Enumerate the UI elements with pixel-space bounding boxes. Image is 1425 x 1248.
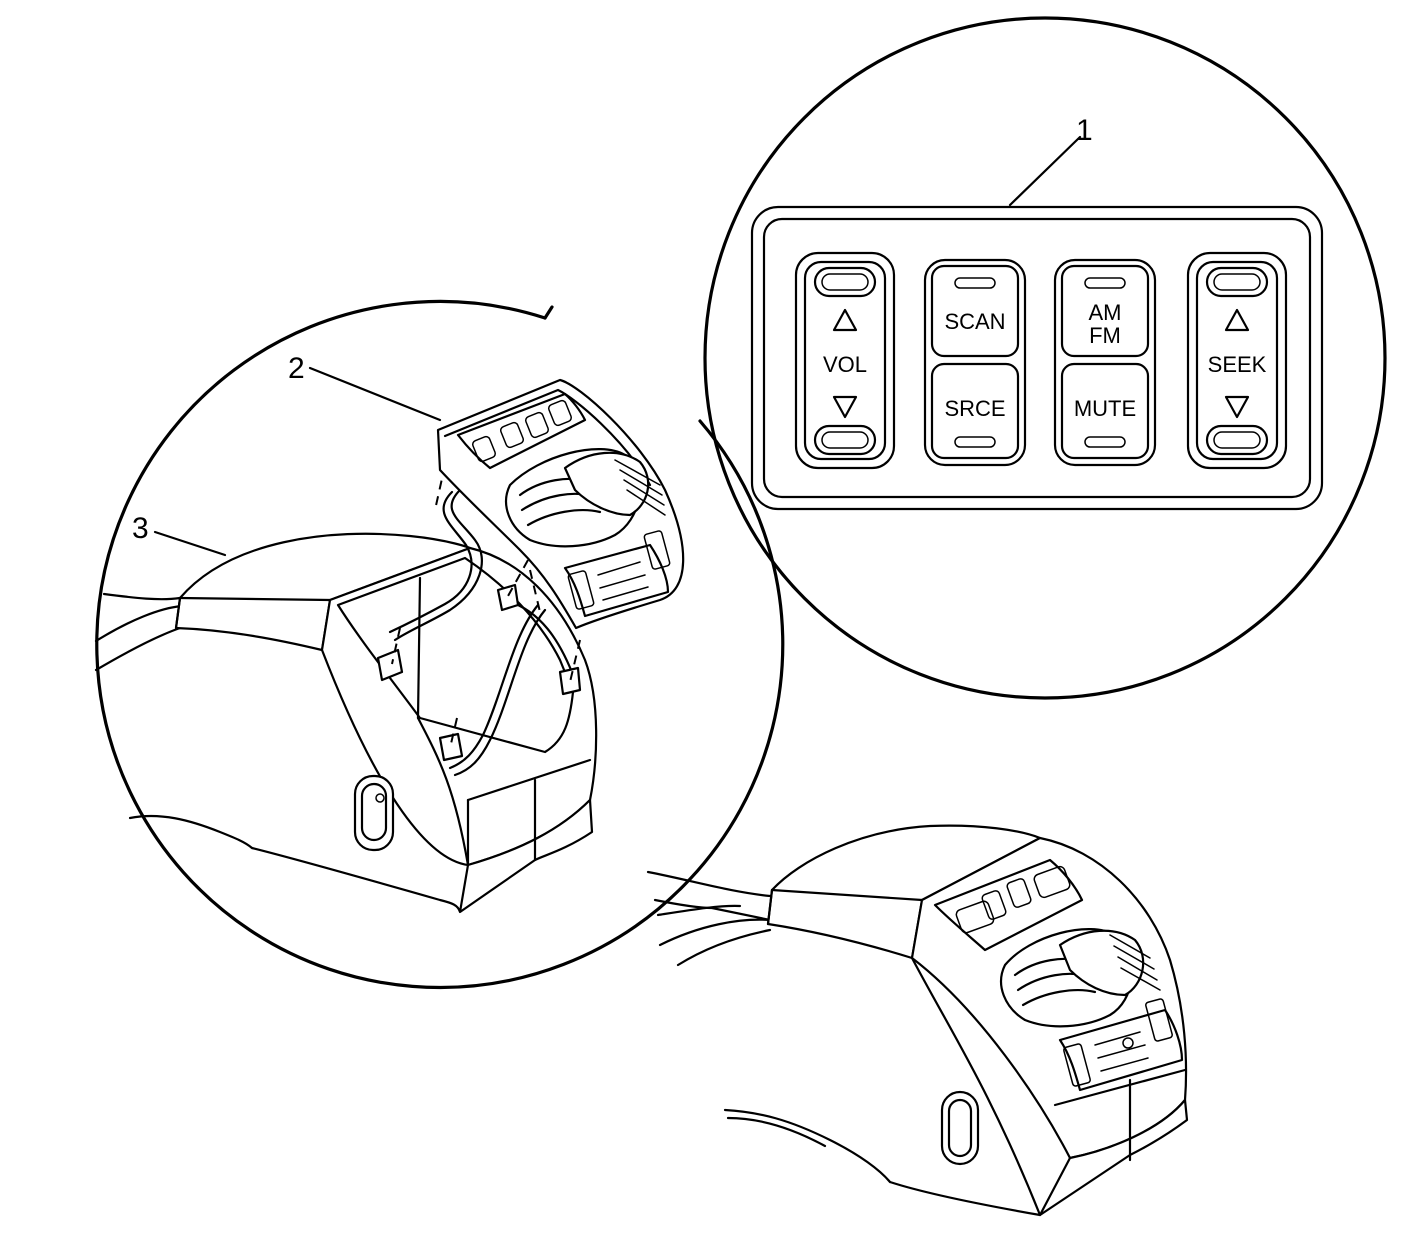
scan-srce-button-group: SCAN SRCE (923, 258, 1027, 467)
vol-rocker-button[interactable]: VOL (794, 251, 896, 470)
assembled-console-view (646, 824, 1189, 1217)
callout-3: 3 (132, 512, 149, 545)
amfm-mute-button-group: AM FM MUTE (1053, 258, 1157, 467)
am-fm-button[interactable]: AM FM (1060, 264, 1150, 358)
scan-button[interactable]: SCAN (930, 264, 1020, 358)
seek-label: SEEK (1208, 352, 1267, 377)
srce-button[interactable]: SRCE (930, 362, 1020, 460)
seek-rocker-button[interactable]: SEEK (1186, 251, 1288, 470)
detail-view-circle-left (95, 299, 785, 990)
rear-seat-audio-control-module (436, 378, 685, 630)
overhead-console (94, 464, 598, 914)
mute-label: MUTE (1074, 396, 1136, 421)
scan-label: SCAN (944, 309, 1005, 334)
detail-view-circle-right (703, 16, 1387, 700)
triangle-down-icon (1224, 395, 1250, 419)
srce-label: SRCE (944, 396, 1005, 421)
fm-label: FM (1089, 323, 1121, 348)
triangle-down-icon (832, 395, 858, 419)
am-label: AM (1089, 300, 1122, 325)
vol-label: VOL (823, 352, 867, 377)
mute-button[interactable]: MUTE (1060, 362, 1150, 460)
callout-2: 2 (288, 352, 305, 385)
triangle-up-icon (832, 308, 858, 332)
switch-panel: VOL SCAN SRCE AM FM (750, 205, 1324, 511)
callout-leaders (153, 135, 1082, 557)
callout-1: 1 (1076, 114, 1093, 147)
triangle-up-icon (1224, 308, 1250, 332)
